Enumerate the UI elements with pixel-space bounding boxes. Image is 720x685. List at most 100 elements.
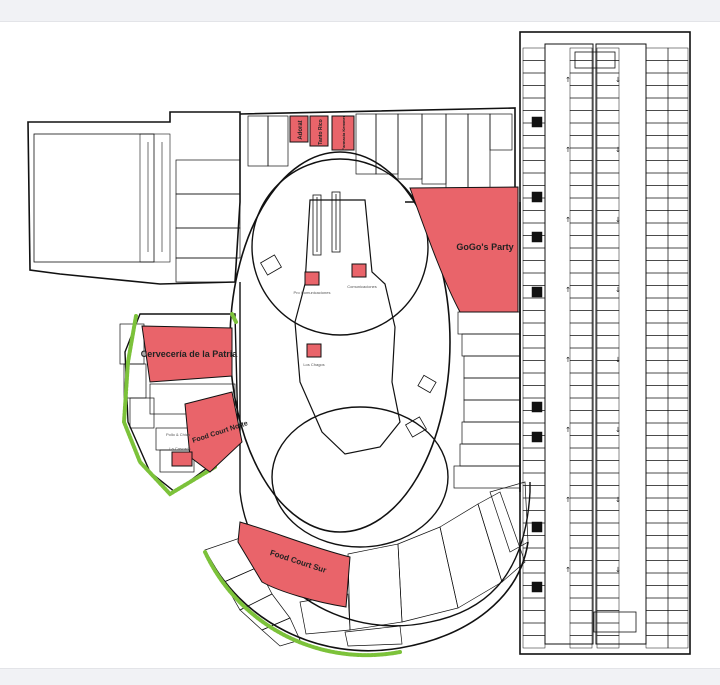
store-adorat[interactable] [289, 115, 309, 143]
greenery [121, 312, 402, 658]
north-store-row [247, 113, 513, 195]
kiosk-west-1[interactable] [171, 451, 193, 467]
lane-arrow-icon: ↓ [615, 216, 621, 224]
parking-bay [667, 97, 689, 111]
parking-bay [569, 472, 593, 486]
parking-bay [645, 272, 669, 286]
service-core-west [139, 133, 171, 263]
parking-bay [667, 285, 689, 299]
parking-bay [569, 85, 593, 99]
parking-bay [667, 197, 689, 211]
west-anchor-wall [27, 111, 241, 285]
parking-lane-east [595, 43, 647, 645]
parking-bay [569, 147, 593, 161]
parking-bay [522, 460, 546, 474]
parking-bay [569, 610, 593, 624]
parking-bay [645, 197, 669, 211]
label-cerveceria: Cervecería de la Patria [141, 349, 239, 359]
escalators [312, 191, 341, 256]
parking-bay [667, 447, 689, 461]
label-kiosk-b: La Cascada [169, 446, 191, 451]
lane-arrow-icon: ↓ [615, 286, 621, 294]
parking-bay [596, 260, 620, 274]
parking-bay [645, 110, 669, 124]
parking-bay [645, 122, 669, 136]
parking-bay [522, 147, 546, 161]
parking-bay [569, 235, 593, 249]
parking-bay [596, 272, 620, 286]
parking-bay [667, 385, 689, 399]
parking-bay [667, 160, 689, 174]
parking-bay [569, 497, 593, 511]
parking-bay [522, 60, 546, 74]
parking-bay [667, 110, 689, 124]
parking-bay [569, 197, 593, 211]
label-tanto-rico: Tanto Rico [318, 119, 324, 144]
parking-bay [569, 335, 593, 349]
parking-bay [569, 322, 593, 336]
parking-bay [596, 522, 620, 536]
store-gogos-party[interactable] [409, 186, 519, 313]
store-cerveceria-de-la-patria[interactable] [141, 325, 233, 383]
kiosk-atrium-2[interactable] [351, 263, 367, 278]
parking-bay [569, 622, 593, 636]
parking-bay [645, 572, 669, 586]
parking-bay [522, 472, 546, 486]
parking-bay [596, 410, 620, 424]
parking-bay [645, 185, 669, 199]
parking-bay [667, 72, 689, 86]
parking-bay [522, 560, 546, 574]
parking-bay [645, 497, 669, 511]
parking-bay [522, 47, 546, 61]
kiosk-atrium-1[interactable] [304, 271, 320, 286]
parking-bay [645, 135, 669, 149]
parking-bay [569, 260, 593, 274]
parking-bay [667, 585, 689, 599]
accessible-parking-icon [531, 231, 543, 243]
parking-bay [645, 422, 669, 436]
parking-bay [645, 47, 669, 61]
parking-bay [596, 222, 620, 236]
parking-bay [569, 160, 593, 174]
parking-structure [519, 31, 691, 655]
store-food-court-sur[interactable] [237, 521, 351, 608]
parking-bay [522, 260, 546, 274]
label-atrium-2: Comunicaciones [347, 284, 377, 289]
accessible-parking-icon [531, 581, 543, 593]
lane-arrow-icon: ↓ [615, 356, 621, 364]
anchor-store-west[interactable] [33, 133, 155, 263]
parking-bay [569, 522, 593, 536]
parking-bay [569, 110, 593, 124]
parking-bay [522, 172, 546, 186]
store-farmacia-kemmer[interactable] [331, 115, 355, 151]
store-tanto-rico[interactable] [309, 115, 329, 147]
parking-bay [569, 285, 593, 299]
parking-bay [522, 160, 546, 174]
parking-bays: ↑↓↑↓↑↓↑↓↑↓↑↓↑↓↑↓ [522, 47, 689, 649]
parking-bay [645, 597, 669, 611]
parking-bay [596, 385, 620, 399]
parking-bay [522, 485, 546, 499]
stair-se [405, 416, 427, 438]
parking-bay [645, 635, 669, 649]
parking-bay [645, 247, 669, 261]
parking-bay [522, 97, 546, 111]
parking-bay [569, 572, 593, 586]
parking-bay [569, 397, 593, 411]
parking-bay [569, 585, 593, 599]
parking-bay [522, 322, 546, 336]
parking-bay [596, 597, 620, 611]
accessible-parking-icon [531, 191, 543, 203]
highlighted-stores [141, 115, 519, 608]
parking-bay [596, 310, 620, 324]
south-arc-outer [204, 541, 529, 652]
parking-bay [667, 510, 689, 524]
parking-bay [645, 585, 669, 599]
parking-bay [667, 422, 689, 436]
parking-bay [645, 372, 669, 386]
kiosk-atrium-3[interactable] [306, 343, 322, 358]
store-food-court-norte[interactable] [184, 391, 243, 473]
parking-bay [522, 272, 546, 286]
parking-bay [667, 85, 689, 99]
